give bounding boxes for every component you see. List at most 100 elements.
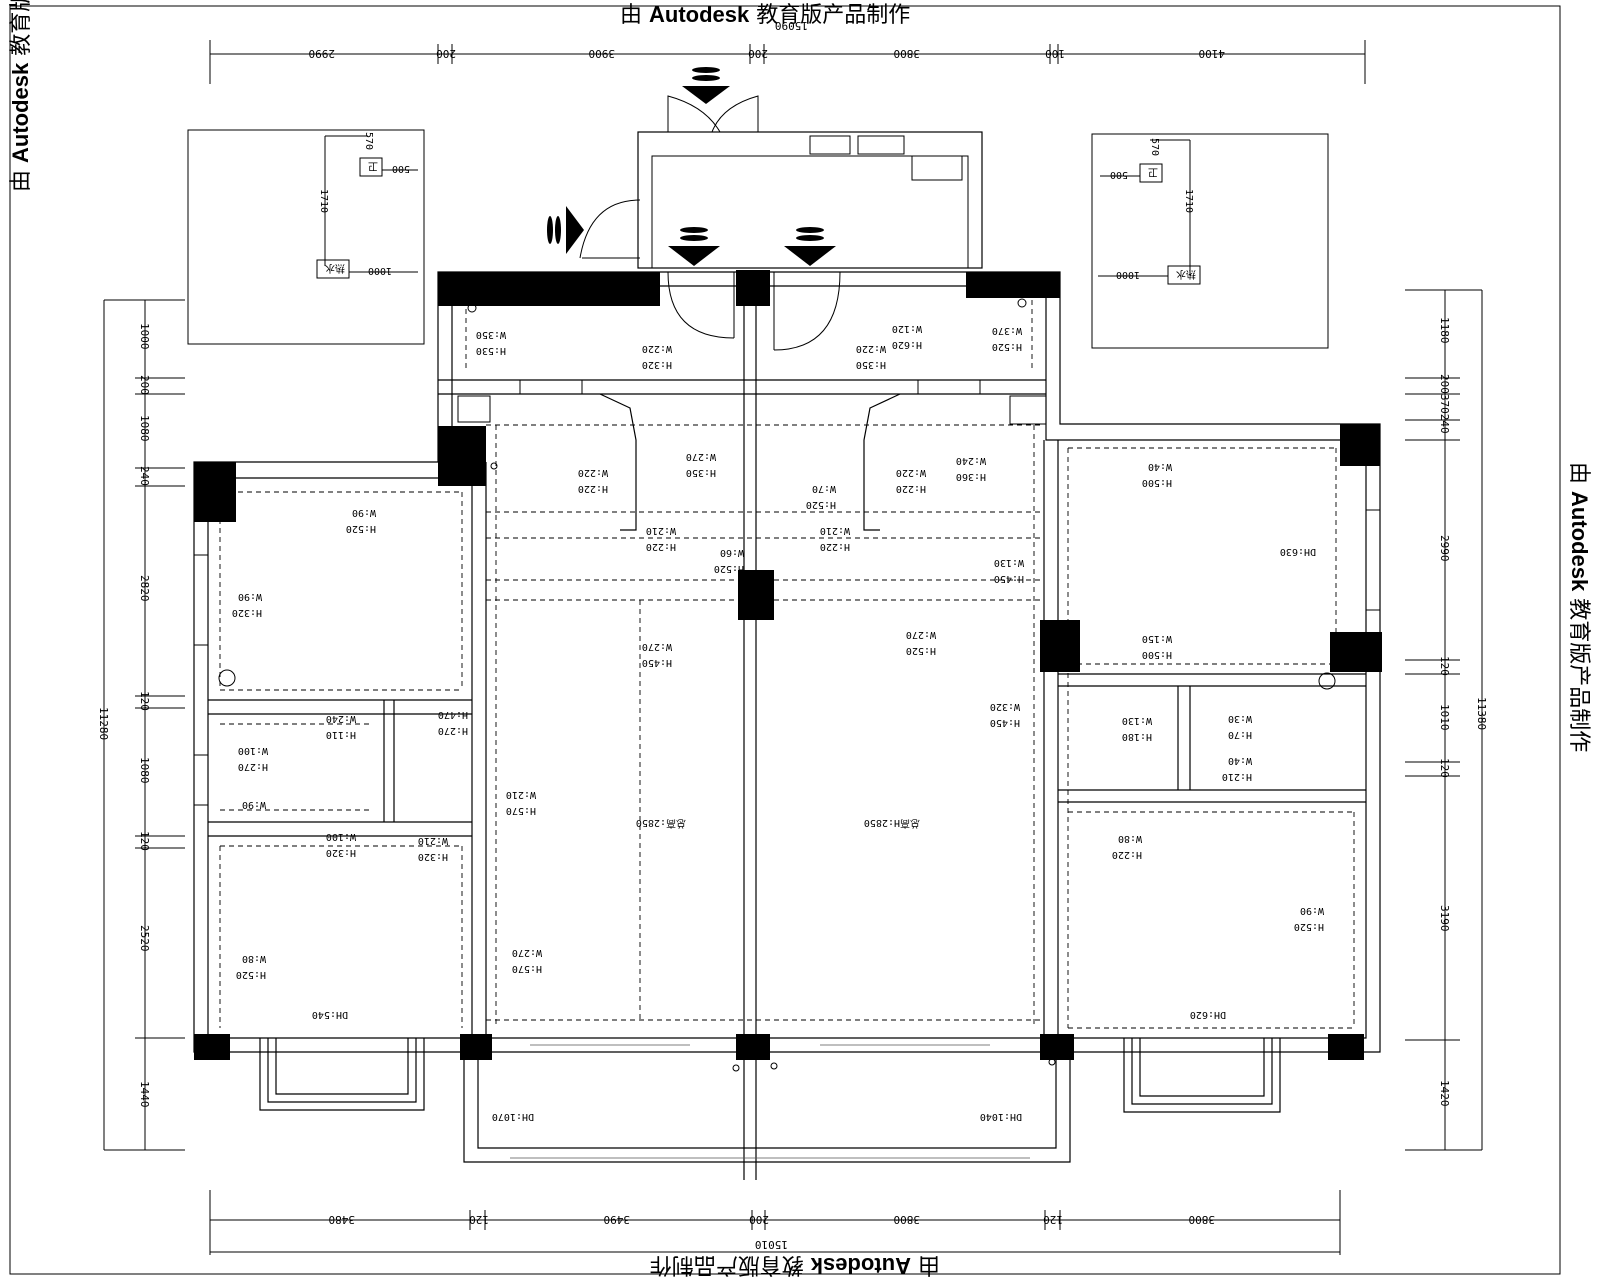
ceiling-height-labels: 总高:2850 总高H:2850 [636, 817, 920, 830]
watermark-left: 由 Autodesk 教育版产品制作 [8, 0, 34, 192]
room-annotation-label: H:360 [956, 471, 986, 482]
ceiling-label-right: 总高H:2850 [864, 817, 920, 830]
svg-text:热水: 热水 [1176, 268, 1196, 281]
svg-text:1080: 1080 [138, 757, 151, 784]
room-annotation-label: H:450 [642, 657, 672, 668]
room-annotation-label: W:220 [856, 343, 886, 354]
svg-text:1420: 1420 [1438, 1080, 1451, 1107]
svg-text:240: 240 [138, 466, 151, 486]
room-annotation-label: W:90 [238, 591, 262, 602]
svg-text:由 Autodesk 教育版产品制作: 由 Autodesk 教育版产品制作 [620, 2, 910, 28]
room-annotation-label: H:500 [1142, 649, 1172, 660]
svg-text:2990: 2990 [1438, 535, 1451, 562]
room-annotation-label: H:570 [506, 805, 536, 816]
inset-left: 570 500 1710 1000 卫 热水 [187, 129, 425, 345]
outer-walls [193, 271, 1381, 1180]
svg-text:热水: 热水 [325, 262, 345, 275]
svg-text:120: 120 [1043, 1213, 1063, 1226]
room-annotation-label: H:450 [994, 573, 1024, 584]
room-annotation-label: H:320 [232, 607, 262, 618]
room-annotation-label: W:70 [812, 483, 836, 494]
svg-text:1710: 1710 [318, 189, 329, 213]
room-annotation-label: H:220 [896, 483, 926, 494]
svg-text:1000: 1000 [138, 323, 151, 350]
svg-text:500: 500 [392, 163, 410, 174]
ceiling-dashes [219, 300, 1355, 1029]
svg-text:120: 120 [1438, 656, 1451, 676]
svg-text:570: 570 [1149, 138, 1160, 156]
svg-text:200: 200 [436, 47, 456, 60]
svg-text:11280: 11280 [97, 707, 110, 740]
svg-text:3190: 3190 [1438, 905, 1451, 932]
room-annotation-label: H:520 [236, 969, 266, 980]
svg-text:15010: 15010 [755, 1238, 788, 1251]
room-annotation-label: DH:630 [1280, 546, 1316, 557]
dimension-left: 1000 200 1080 240 2820 120 1080 120 2520… [97, 299, 185, 1151]
structural-columns [194, 270, 1382, 1060]
room-annotation-label: W:130 [994, 557, 1024, 568]
room-annotation-label: W:130 [1122, 715, 1152, 726]
room-annotation-label: H:320 [326, 847, 356, 858]
svg-text:1180: 1180 [1438, 317, 1451, 344]
room-annotation-label: W:40 [1228, 755, 1252, 766]
svg-text:由 Autodesk 教育版产品制作: 由 Autodesk 教育版产品制作 [1566, 462, 1592, 752]
svg-text:1080: 1080 [138, 415, 151, 442]
room-annotation-label: H:320 [418, 851, 448, 862]
svg-text:200: 200 [748, 47, 768, 60]
room-annotation-label: DH:1070 [492, 1111, 534, 1122]
room-annotation-label: W:90 [352, 507, 376, 518]
svg-text:2520: 2520 [138, 925, 151, 952]
room-annotation-label: H:530 [476, 345, 506, 356]
inset-right: 570 500 1710 1000 卫 热水 [1091, 133, 1329, 349]
svg-text:卫: 卫 [1148, 166, 1158, 177]
dimension-right: 1180 200370240 2990 120 1010 120 3190 14… [1405, 289, 1488, 1151]
dimension-bottom: 3480 120 3490 200 3800 120 3800 15010 [209, 1190, 1341, 1255]
balconies [259, 1038, 1281, 1163]
room-annotation-label: W:210 [418, 835, 448, 846]
room-annotation-label: H:270 [238, 761, 268, 772]
svg-text:3800: 3800 [1189, 1213, 1216, 1226]
svg-text:15090: 15090 [775, 19, 808, 32]
svg-text:200370240: 200370240 [1438, 374, 1451, 434]
room-annotation-label: H:520 [906, 645, 936, 656]
room-annotation-label: DH:620 [1190, 1009, 1226, 1020]
svg-text:2820: 2820 [138, 575, 151, 602]
svg-text:1440: 1440 [138, 1081, 151, 1108]
dimension-top: 2990 200 3900 200 3800 100 4100 15090 [209, 19, 1366, 84]
room-annotation-label: W:210 [506, 789, 536, 800]
room-annotation-label: W:80 [1118, 833, 1142, 844]
room-annotation-label: H:70 [1228, 729, 1252, 740]
svg-text:200: 200 [138, 375, 151, 395]
svg-text:120: 120 [138, 691, 151, 711]
doors [667, 271, 841, 351]
fixtures [218, 298, 1336, 1072]
svg-text:1010: 1010 [1438, 704, 1451, 731]
room-annotation-label: W:270 [686, 451, 716, 462]
room-annotation-label: W:80 [242, 953, 266, 964]
room-annotation-label: W:220 [896, 467, 926, 478]
room-annotation-label: W:60 [720, 547, 744, 558]
room-annotation-label: H:180 [1122, 731, 1152, 742]
room-annotation-label: W:100 [326, 831, 356, 842]
room-annotation-label: W:370 [992, 325, 1022, 336]
room-annotation-label: W:270 [512, 947, 542, 958]
room-annotation-label: H:220 [646, 541, 676, 552]
room-annotation-label: W:220 [578, 467, 608, 478]
room-annotation-label: H:220 [578, 483, 608, 494]
svg-text:1000: 1000 [1116, 269, 1140, 280]
room-annotation-label: H:500 [1142, 477, 1172, 488]
room-annotation-label: DH:540 [312, 1009, 348, 1020]
room-annotation-label: W:240 [956, 455, 986, 466]
svg-text:3900: 3900 [589, 47, 616, 60]
room-annotation-label: H:270 [438, 725, 468, 736]
svg-text:11380: 11380 [1475, 697, 1488, 730]
room-annotation-label: W:90 [242, 799, 266, 810]
svg-text:1710: 1710 [1183, 189, 1194, 213]
room-annotation-label: H:470 [438, 709, 468, 720]
room-annotation-label: H:320 [642, 359, 672, 370]
room-annotation-label: H:570 [512, 963, 542, 974]
room-annotation-label: H:520 [346, 523, 376, 534]
room-annotation-label: H:520 [806, 499, 836, 510]
